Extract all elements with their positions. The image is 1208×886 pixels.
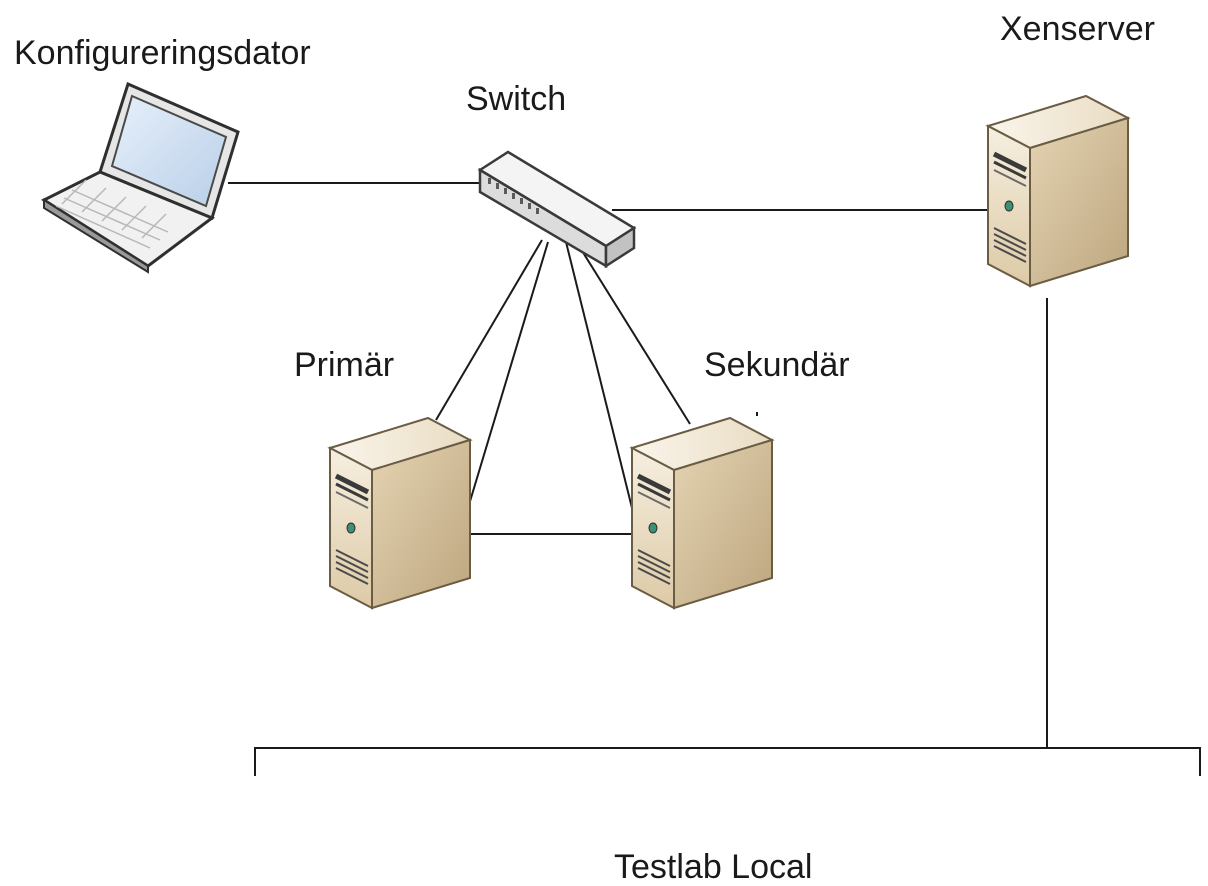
- secondary-label: Sekundär: [704, 346, 850, 384]
- xenserver-server-icon: [988, 96, 1128, 286]
- connections: [228, 182, 1201, 776]
- network-switch-icon: [477, 150, 637, 269]
- laptop-icon: [40, 81, 240, 274]
- switch-label: Switch: [466, 80, 567, 118]
- xenserver-label: Xenserver: [1000, 10, 1155, 48]
- primary-server-icon: [330, 418, 470, 608]
- secondary-server-icon: [632, 418, 772, 608]
- network-label: Testlab Local: [614, 848, 813, 886]
- link-switch-primary-a: [435, 239, 543, 421]
- network-bus: [254, 747, 1201, 776]
- link-switch-secondary-a: [565, 241, 633, 509]
- link-switch-secondary-b: [573, 237, 691, 425]
- link-switch-primary-b: [467, 241, 549, 509]
- primary-label: Primär: [294, 346, 395, 384]
- config-pc-label: Konfigureringsdator: [14, 34, 311, 72]
